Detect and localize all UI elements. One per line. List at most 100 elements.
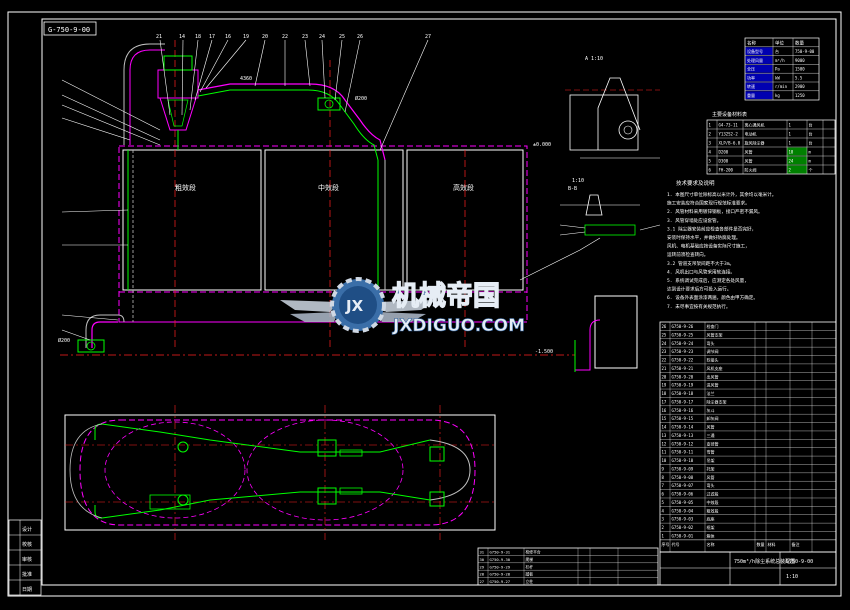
parts-row-no: 4 <box>662 508 665 513</box>
equipment-cell: 台 <box>809 121 813 127</box>
parts-row-code: G750-9-11 <box>672 450 694 455</box>
equipment-cell: 旋风除尘器 <box>745 139 765 145</box>
legend-cell: 重量 <box>747 92 755 98</box>
room-1-outline <box>122 149 262 291</box>
legend-cell: 全压 <box>747 66 755 72</box>
bottom-list-cell: 栏杆 <box>526 564 534 569</box>
legend-header-cell: 单位 <box>775 40 784 47</box>
strip-label: 设计 <box>22 526 32 533</box>
detail-view-a: A 1:10 <box>565 56 660 159</box>
parts-row-name: 底座 <box>707 516 715 522</box>
legend-header-cell: 数量 <box>795 40 804 47</box>
parts-header-cell: 材料 <box>768 541 776 547</box>
plan-fan-unit <box>317 487 337 505</box>
equipment-cell: 1 <box>789 140 792 145</box>
parts-row-name: 变径管 <box>707 440 719 446</box>
bottom-list-cell: 爬梯 <box>526 557 534 562</box>
legend-cell: 转速 <box>747 83 755 89</box>
legend-cell: 1250 <box>795 93 805 98</box>
callout-leaders <box>61 39 429 341</box>
title-block-drawing-no: G750-9-00 <box>786 559 813 565</box>
main-duct <box>123 43 386 290</box>
parts-row-name: 粗效段 <box>707 507 719 513</box>
dimension-label: Ø200 <box>355 95 367 102</box>
plan-fan-unit <box>317 439 337 457</box>
bottom-list-cell: 29 <box>480 564 485 569</box>
note-line: 2. 风管材料采用镀锌钢板，接口严密不漏风。 <box>667 208 763 215</box>
equipment-cell: 1 <box>789 131 792 136</box>
callout-number: 19 <box>243 34 249 40</box>
parts-row-no: 1 <box>662 534 665 539</box>
strip-label: 审核 <box>22 556 32 563</box>
bottom-list-cell: 立柱 <box>526 579 534 584</box>
bottom-list-cell: 28 <box>480 572 485 577</box>
parts-row-code: G750-9-18 <box>672 391 694 396</box>
equipment-cell: 3 <box>709 140 712 145</box>
strip-label: 日期 <box>22 587 32 593</box>
watermark-domain: JXDIGUO.COM <box>392 316 525 336</box>
drawing-inner-border <box>41 18 837 586</box>
bottom-list-cell: G750-9-29 <box>490 564 511 569</box>
parts-row-name: 中效段 <box>707 499 719 505</box>
equipment-cell: 离心通风机 <box>745 121 765 127</box>
parts-row-name: 吊架 <box>707 457 715 463</box>
parts-row-code: G750-9-08 <box>672 475 694 480</box>
equipment-cell: 24 <box>789 158 794 163</box>
note-line: 3. 风管穿墙处应设套管。 <box>667 217 721 224</box>
parts-header-cell: 名称 <box>707 541 715 547</box>
note-line: 7. 未尽事宜按有关规范执行。 <box>667 303 730 310</box>
bottom-list-cell: 踏板 <box>526 572 534 577</box>
bottom-list-cell: G750-9-28 <box>490 572 511 577</box>
parts-row-code: G750-9-09 <box>672 466 694 471</box>
parts-row-name: 出风管 <box>707 373 719 379</box>
parts-row-code: G750-9-23 <box>672 349 694 354</box>
parts-row-no: 14 <box>662 425 667 430</box>
legend-cell: 功率 <box>747 74 755 80</box>
legend-cell: 750-9-00 <box>795 49 815 54</box>
equipment-cell: FH-200 <box>719 167 734 172</box>
parts-row-name: 软接头 <box>707 357 719 363</box>
inlet-elbow <box>77 314 125 353</box>
title-block-name: 750m³/h除尘系统总装配图 <box>734 558 795 565</box>
callout-number: 27 <box>425 34 431 40</box>
legend-cell: m³/h <box>775 58 785 63</box>
title-block: 750m³/h除尘系统总装配图 G750-9-00 1:10 <box>659 551 837 586</box>
equipment-cell: 电动机 <box>745 130 757 136</box>
equipment-cell: m <box>809 149 812 154</box>
bottom-list-cell: G750-9-27 <box>490 579 511 584</box>
legend-cell: 1500 <box>795 67 805 72</box>
equipment-cell: Y132S2-2 <box>719 131 739 136</box>
parts-row-code: G750-9-01 <box>672 534 694 539</box>
callout-numbers: 21 14 18 17 16 19 20 22 23 24 25 26 27 <box>156 34 431 40</box>
bottom-list-cell: 30 <box>480 557 485 562</box>
top-label-box <box>43 21 97 36</box>
detail-label: A 1:10 <box>585 56 603 62</box>
legend-cell: 台 <box>775 48 779 54</box>
legend-cell: 9000 <box>795 58 805 63</box>
equipment-cell: 5 <box>709 158 712 163</box>
dimension-label: Ø200 <box>58 337 70 344</box>
legend-header-cell: 名称 <box>747 40 756 47</box>
note-line: 施工安装应符合国家现行规范标准要求。 <box>667 200 750 207</box>
note-line: 1. 本图尺寸单位除标高以米计外，其余均以毫米计。 <box>667 191 776 198</box>
equipment-cell: D200 <box>719 149 729 154</box>
plan-view <box>64 405 496 540</box>
note-line: 5. 系统调试完成后，应测定各处风量， <box>667 277 749 284</box>
parts-row-no: 21 <box>662 366 667 371</box>
parts-row-no: 20 <box>662 374 667 379</box>
detail-view-b: 1:10 B-B <box>519 178 661 281</box>
title-block-scale: 1:10 <box>786 574 798 580</box>
parts-row-name: 除尘器支架 <box>707 398 727 404</box>
parts-row-no: 24 <box>662 341 667 346</box>
outlet-stack <box>574 295 638 372</box>
parts-row-no: 10 <box>662 458 667 463</box>
equipment-cell: 风管 <box>745 148 753 154</box>
parts-row-name: 卸灰阀 <box>707 415 719 421</box>
parts-row-no: 12 <box>662 441 667 446</box>
legend-cell: kW <box>775 75 780 80</box>
detail-label: B-B <box>568 186 577 192</box>
parts-row-name: 弯管 <box>707 449 715 455</box>
